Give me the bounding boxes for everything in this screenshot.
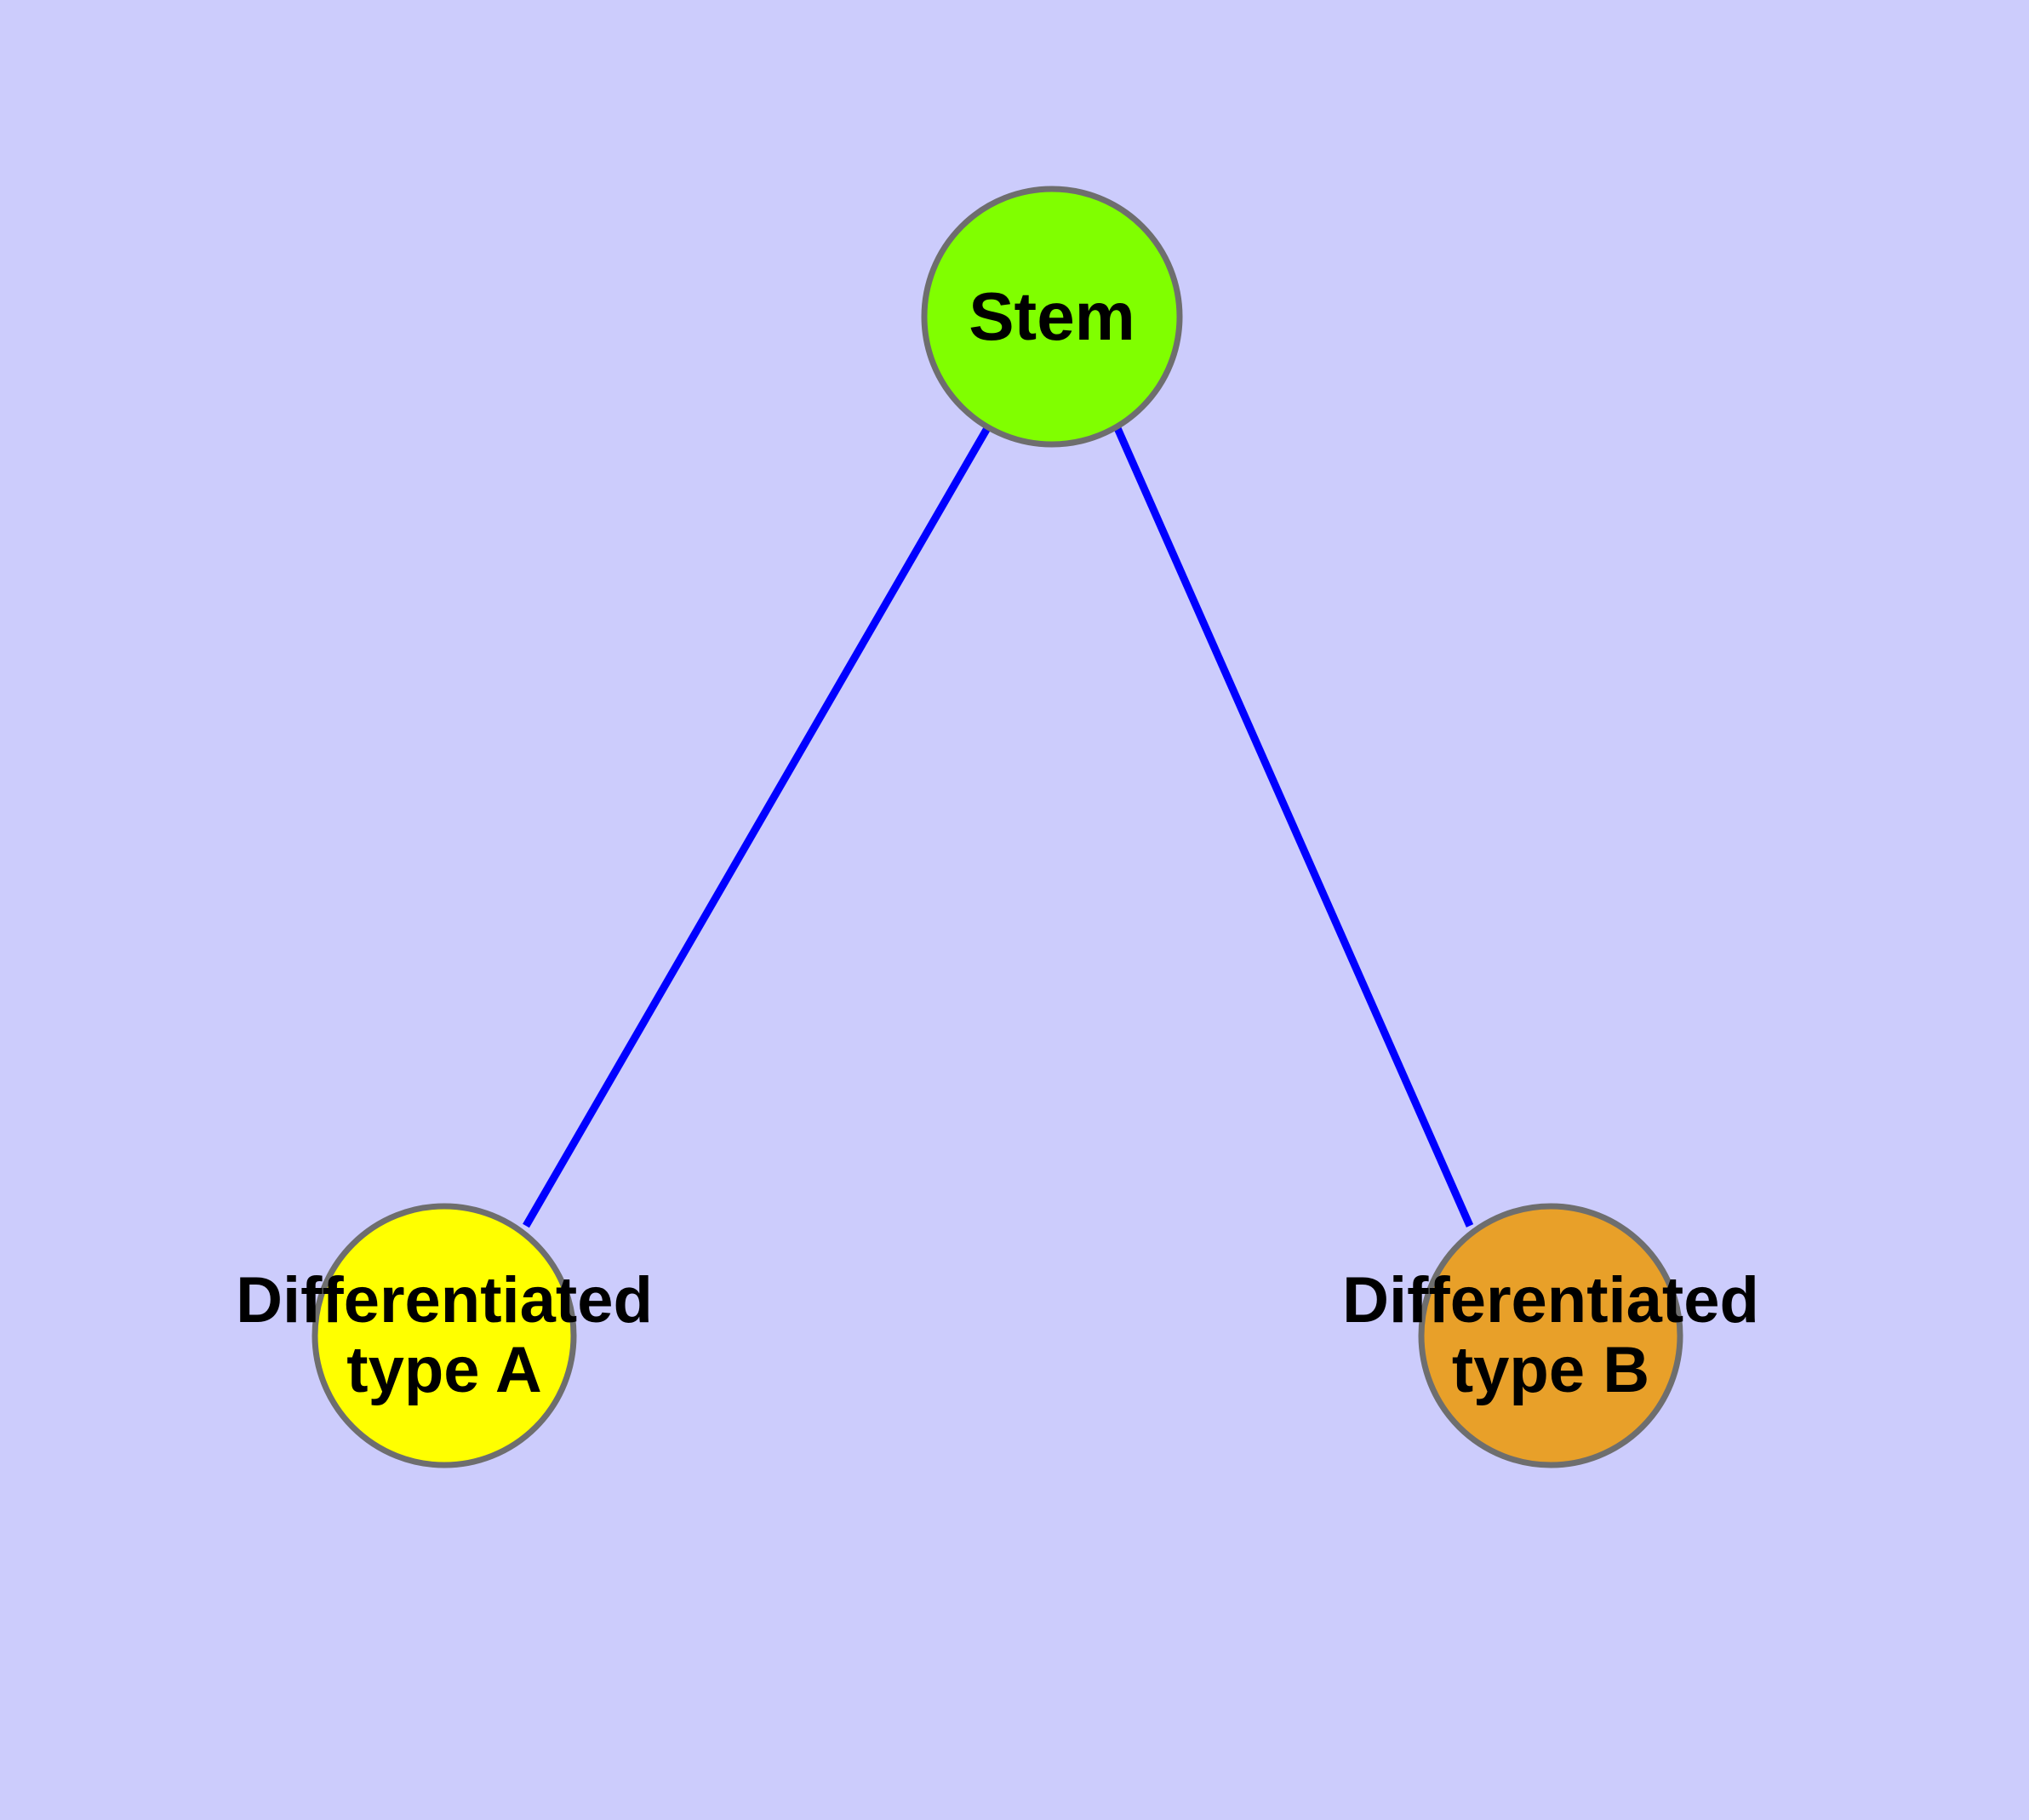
edge-layer [523,426,1474,1228]
edge-stem-to-differentiated-type-a[interactable] [523,426,991,1228]
edge-stem-to-differentiated-type-b[interactable] [1113,426,1474,1228]
node-stem[interactable] [921,186,1183,448]
node-differentiated-type-a[interactable] [311,1203,577,1468]
node-differentiated-type-b[interactable] [1418,1203,1683,1468]
node-layer [311,186,1683,1468]
